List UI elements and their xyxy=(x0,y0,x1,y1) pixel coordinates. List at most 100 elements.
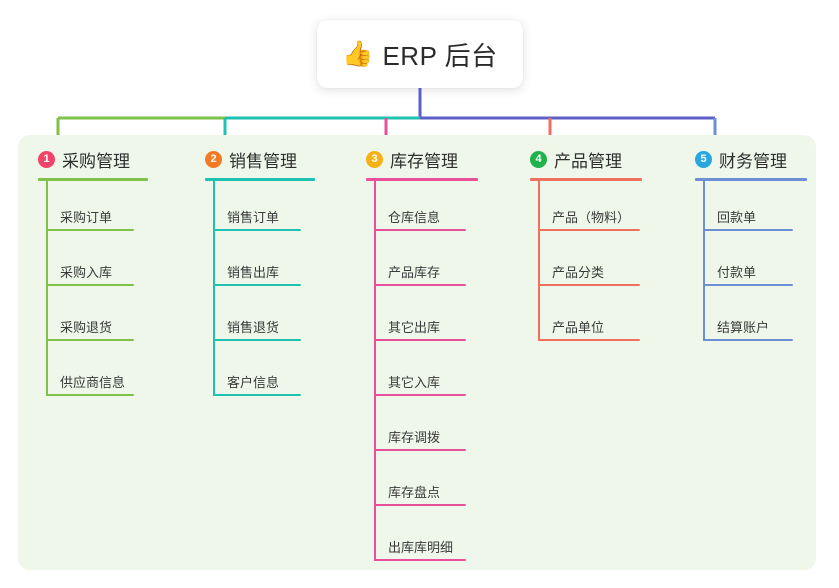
branch-spine xyxy=(538,181,540,341)
branch-number-badge: 4 xyxy=(530,150,547,168)
branch-number-badge: 1 xyxy=(38,150,55,168)
branch-item[interactable]: 销售退货 xyxy=(205,291,315,346)
branch-item-rule xyxy=(538,229,640,231)
branch-item-label: 付款单 xyxy=(717,265,757,280)
branch-title: 采购管理 xyxy=(62,151,130,171)
branch-item[interactable]: 采购退货 xyxy=(38,291,148,346)
branch-item-label: 回款单 xyxy=(717,210,757,225)
branch-item-rule xyxy=(213,229,301,231)
branch-item[interactable]: 采购订单 xyxy=(38,181,148,236)
branch-item-rule xyxy=(213,394,301,396)
branch-item[interactable]: 回款单 xyxy=(695,181,807,236)
branch-header-库存管理[interactable]: 3 库存管理 xyxy=(366,146,478,172)
branch-items: 销售订单销售出库销售退货客户信息 xyxy=(205,181,315,401)
branch-header-财务管理[interactable]: 5 财务管理 xyxy=(695,146,807,172)
root-node-card[interactable]: 👍 ERP 后台 xyxy=(317,20,523,88)
branch-item[interactable]: 付款单 xyxy=(695,236,807,291)
branch-item-label: 库存调拨 xyxy=(388,430,441,445)
branch-item-label: 销售订单 xyxy=(227,210,280,225)
branch-header-rule xyxy=(38,178,148,181)
branch-item[interactable]: 产品库存 xyxy=(366,236,478,291)
branch-item-label: 仓库信息 xyxy=(388,210,441,225)
branch-column-库存管理: 3 库存管理仓库信息产品库存其它出库其它入库库存调拨库存盘点出库库明细 xyxy=(366,146,478,566)
branch-item-label: 销售退货 xyxy=(227,320,280,335)
branch-item-label: 出库库明细 xyxy=(388,540,454,555)
branch-items: 产品（物料） 产品分类产品单位 xyxy=(530,181,642,346)
branch-item-rule xyxy=(703,284,793,286)
branch-item[interactable]: 供应商信息 xyxy=(38,346,148,401)
branch-item-label: 产品单位 xyxy=(552,320,605,335)
branch-item-rule xyxy=(46,394,134,396)
branch-item-rule xyxy=(703,339,793,341)
branch-item-rule xyxy=(374,559,466,561)
branch-column-产品管理: 4 产品管理产品（物料） 产品分类产品单位 xyxy=(530,146,642,346)
branch-item-label: 采购入库 xyxy=(60,265,113,280)
branch-header-采购管理[interactable]: 1 采购管理 xyxy=(38,146,148,172)
branch-header-产品管理[interactable]: 4 产品管理 xyxy=(530,146,642,172)
branch-title: 产品管理 xyxy=(554,151,622,171)
branch-item-rule xyxy=(538,339,640,341)
branch-spine xyxy=(374,181,376,561)
branch-item[interactable]: 库存盘点 xyxy=(366,456,478,511)
branch-number-badge: 2 xyxy=(205,150,222,168)
branch-items: 仓库信息产品库存其它出库其它入库库存调拨库存盘点出库库明细 xyxy=(366,181,478,566)
root-node-content: 👍 ERP 后台 xyxy=(342,36,497,73)
branch-column-销售管理: 2 销售管理销售订单销售出库销售退货客户信息 xyxy=(205,146,315,401)
branch-item-rule xyxy=(46,284,134,286)
branch-item[interactable]: 销售订单 xyxy=(205,181,315,236)
branch-title: 销售管理 xyxy=(229,151,297,171)
branches-panel xyxy=(18,135,816,570)
branch-items: 回款单付款单结算账户 xyxy=(695,181,807,346)
branch-spine xyxy=(703,181,705,341)
branch-item-label: 采购订单 xyxy=(60,210,113,225)
branch-item-label: 采购退货 xyxy=(60,320,113,335)
branch-column-采购管理: 1 采购管理采购订单采购入库采购退货供应商信息 xyxy=(38,146,148,401)
branch-spine xyxy=(46,181,48,396)
root-node-title: ERP 后台 xyxy=(382,40,498,71)
branch-item[interactable]: 产品（物料） xyxy=(530,181,642,236)
branch-item-rule xyxy=(538,284,640,286)
branch-number-badge: 3 xyxy=(366,150,383,168)
branch-item-label: 库存盘点 xyxy=(388,485,441,500)
branch-number-badge: 5 xyxy=(695,150,712,168)
branch-item[interactable]: 出库库明细 xyxy=(366,511,478,566)
branch-item-rule xyxy=(213,284,301,286)
branch-item[interactable]: 其它出库 xyxy=(366,291,478,346)
branch-item-label: 销售出库 xyxy=(227,265,280,280)
thumbs-up-icon: 👍 xyxy=(342,39,374,68)
branch-item-rule xyxy=(374,504,466,506)
branch-item[interactable]: 产品单位 xyxy=(530,291,642,346)
branch-item-rule xyxy=(374,284,466,286)
branch-item[interactable]: 销售出库 xyxy=(205,236,315,291)
branch-item-label: 产品（物料） xyxy=(552,210,631,225)
branch-header-rule xyxy=(205,178,315,181)
branch-item[interactable]: 采购入库 xyxy=(38,236,148,291)
branch-item-rule xyxy=(374,229,466,231)
branch-item-rule xyxy=(213,339,301,341)
branch-header-rule xyxy=(695,178,807,181)
branch-spine xyxy=(213,181,215,396)
branch-item[interactable]: 仓库信息 xyxy=(366,181,478,236)
branch-item-rule xyxy=(374,339,466,341)
branch-item[interactable]: 结算账户 xyxy=(695,291,807,346)
branch-header-销售管理[interactable]: 2 销售管理 xyxy=(205,146,315,172)
branch-item-label: 产品分类 xyxy=(552,265,605,280)
branch-header-rule xyxy=(530,178,642,181)
branch-item[interactable]: 库存调拨 xyxy=(366,401,478,456)
branch-item-rule xyxy=(703,229,793,231)
branch-item-rule xyxy=(46,339,134,341)
branch-item[interactable]: 产品分类 xyxy=(530,236,642,291)
branch-title: 库存管理 xyxy=(390,151,458,171)
branch-item-label: 其它入库 xyxy=(388,375,441,390)
branch-item-label: 产品库存 xyxy=(388,265,441,280)
branch-item-rule xyxy=(374,449,466,451)
branch-item-label: 供应商信息 xyxy=(60,375,126,390)
branch-item[interactable]: 其它入库 xyxy=(366,346,478,401)
branch-item-label: 其它出库 xyxy=(388,320,441,335)
branch-item-label: 结算账户 xyxy=(717,320,770,335)
branch-header-rule xyxy=(366,178,478,181)
branch-item[interactable]: 客户信息 xyxy=(205,346,315,401)
branch-title: 财务管理 xyxy=(719,151,787,171)
branch-item-rule xyxy=(374,394,466,396)
